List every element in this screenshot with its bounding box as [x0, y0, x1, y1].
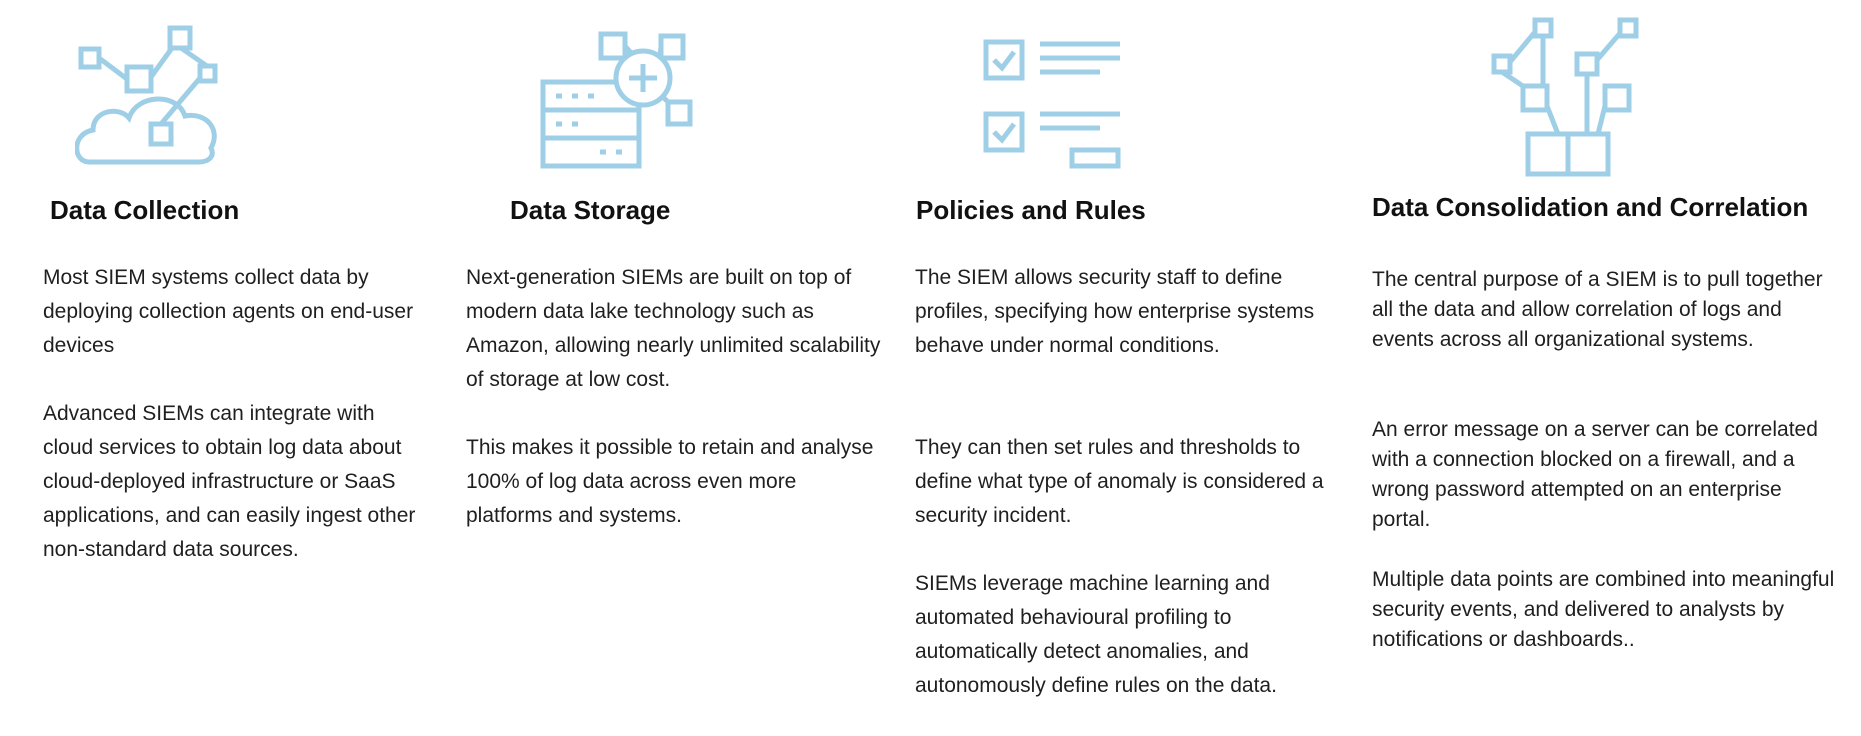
- column-paragraph: The SIEM allows security staff to define…: [915, 266, 1315, 357]
- checklist-icon: [982, 38, 1122, 173]
- column-paragraph: Advanced SIEMs can integrate with cloud …: [43, 402, 416, 561]
- column-title: Data Storage: [510, 195, 671, 225]
- server-storage-icon: [540, 30, 700, 175]
- column-paragraph: They can then set rules and thresholds t…: [915, 436, 1324, 527]
- cloud-network-icon: [75, 22, 235, 167]
- column-title: Data Consolidation and Correlation: [1372, 192, 1809, 222]
- column-paragraph: SIEMs leverage machine learning and auto…: [915, 572, 1277, 697]
- consolidation-network-icon: [1488, 16, 1648, 181]
- column-paragraph: Most SIEM systems collect data by deploy…: [43, 266, 414, 357]
- column-title: Data Collection: [50, 195, 240, 225]
- column-title: Policies and Rules: [916, 195, 1146, 225]
- column-paragraph: Next-generation SIEMs are built on top o…: [466, 266, 881, 391]
- column-paragraph: The central purpose of a SIEM is to pull…: [1372, 268, 1823, 351]
- column-paragraph: An error message on a server can be corr…: [1372, 418, 1818, 531]
- column-paragraph: Multiple data points are combined into m…: [1372, 568, 1835, 651]
- column-paragraph: This makes it possible to retain and ana…: [466, 436, 874, 527]
